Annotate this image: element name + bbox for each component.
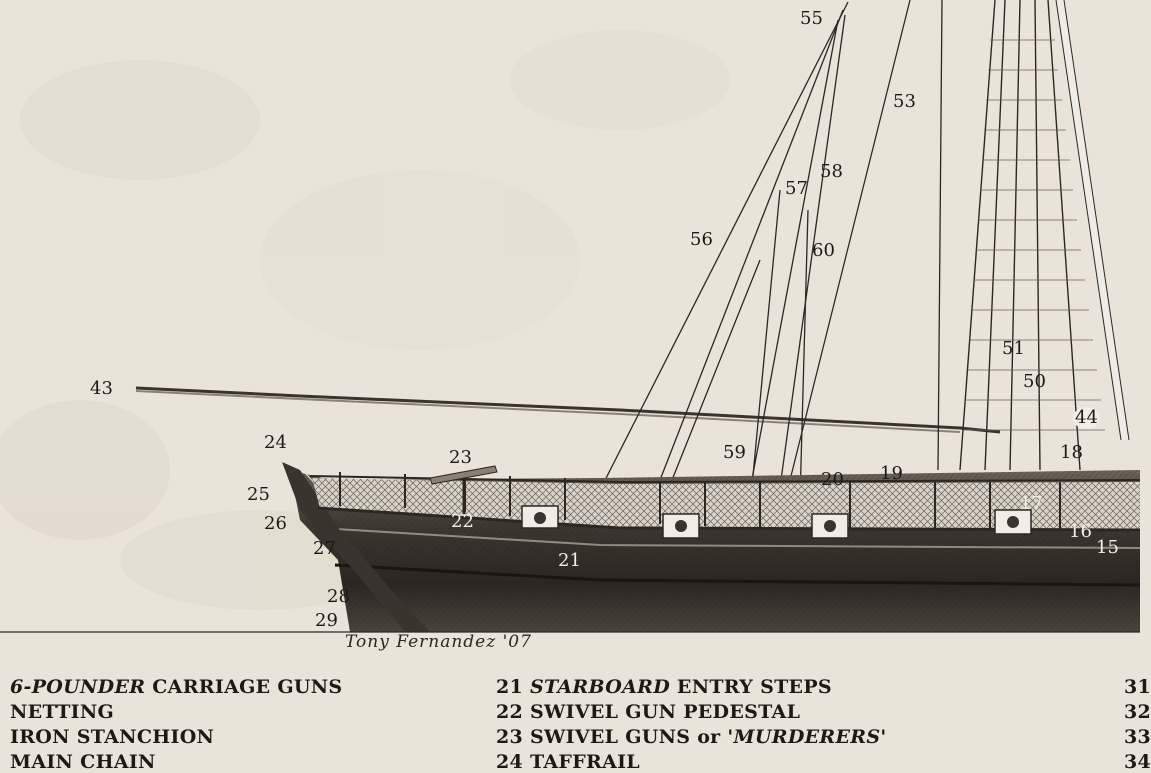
callout-60: 60 <box>812 240 835 261</box>
callout-50: 50 <box>1023 371 1046 392</box>
callout-58: 58 <box>820 161 843 182</box>
legend-col2-row3: 23 SWIVEL GUNS or 'MURDERERS' <box>496 726 887 748</box>
paper-texture <box>0 30 730 610</box>
legend-col3-row4: 34 <box>1124 751 1151 773</box>
callout-59: 59 <box>723 442 746 463</box>
legend-col1-row4: MAIN CHAIN <box>10 751 156 773</box>
legend-col1-row3: IRON STANCHION <box>10 726 215 748</box>
callout-18: 18 <box>1060 442 1083 463</box>
artist-signature: Tony Fernandez '07 <box>345 632 532 652</box>
ship-drawing <box>0 0 1141 633</box>
gun-ports <box>521 505 1032 539</box>
callout-15: 15 <box>1096 537 1119 558</box>
callout-29: 29 <box>315 610 338 631</box>
swivel-gun <box>429 465 498 514</box>
callout-20: 20 <box>821 469 844 490</box>
netting <box>309 472 1141 532</box>
legend-col2-row2: 22 SWIVEL GUN PEDESTAL <box>496 701 801 723</box>
callout-16: 16 <box>1069 521 1092 542</box>
callout-23: 23 <box>449 447 472 468</box>
callout-24: 24 <box>264 432 287 453</box>
callout-22: 22 <box>451 511 474 532</box>
foremast <box>959 0 1130 471</box>
callout-53: 53 <box>893 91 916 112</box>
callout-26: 26 <box>264 513 287 534</box>
legend-col3-row2: 32 <box>1124 701 1151 723</box>
callout-19: 19 <box>880 463 903 484</box>
callout-51: 51 <box>1002 338 1025 359</box>
callout-27: 27 <box>313 538 336 559</box>
legend-col1-row1: 6-POUNDER CARRIAGE GUNS <box>10 676 343 698</box>
callout-25: 25 <box>247 484 270 505</box>
callout-43: 43 <box>90 378 113 399</box>
legend-col3-row3: 33 <box>1124 726 1151 748</box>
callout-57: 57 <box>785 178 808 199</box>
callout-17: 17 <box>1020 493 1043 514</box>
legend-col3-row1: 31 <box>1124 676 1151 698</box>
callout-44: 44 <box>1073 407 1100 429</box>
callout-56: 56 <box>690 229 713 250</box>
legend-col2-row4: 24 TAFFRAIL <box>496 751 640 773</box>
legend-col1-row2: NETTING <box>10 701 115 723</box>
bowsprit <box>135 386 1001 434</box>
callout-21: 21 <box>558 550 581 571</box>
callout-55: 55 <box>800 8 823 29</box>
legend-col2-row1: 21 STARBOARD ENTRY STEPS <box>496 676 832 698</box>
callout-28: 28 <box>327 586 350 607</box>
